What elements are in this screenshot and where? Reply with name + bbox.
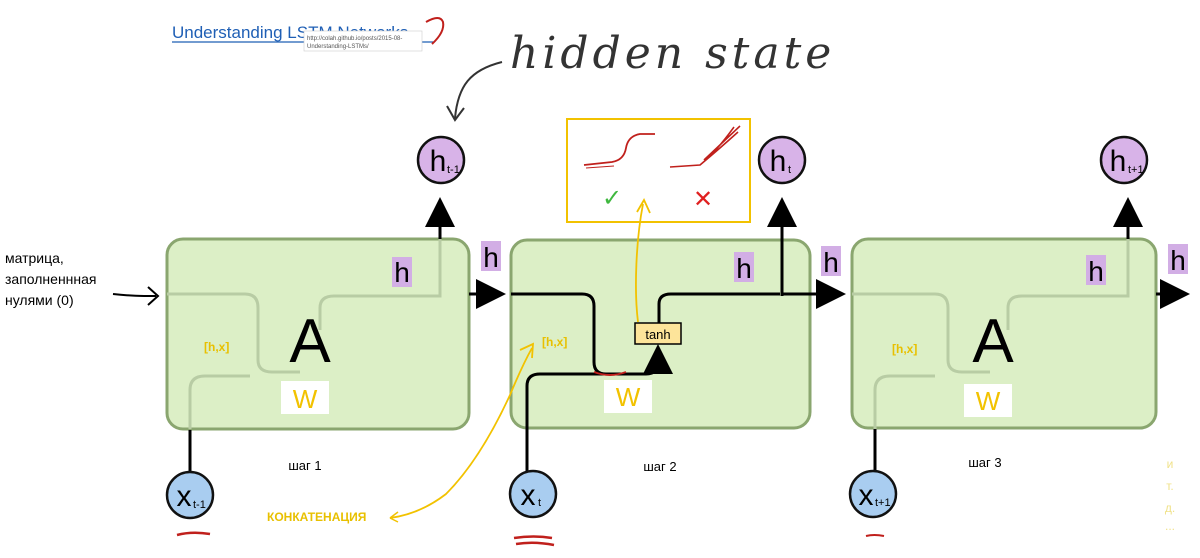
between-1-2-h-highlight	[481, 241, 501, 271]
cell-3-concat: [h,x]	[892, 342, 917, 356]
cell-1-weight: W	[293, 384, 318, 414]
step-3-label: шаг 3	[968, 455, 1001, 470]
cell-2-input-path	[525, 344, 673, 482]
relu-curve-sketch	[669, 125, 741, 168]
input-node-t: x t	[508, 469, 558, 519]
cell-3-h-out: h	[1088, 256, 1104, 287]
input-2-red-underline	[513, 535, 555, 547]
input-node-t-plus-1-sub: t+1	[875, 497, 891, 509]
between-2-3-h-highlight	[821, 246, 841, 276]
hidden-node-t-1-sub: t-1	[447, 164, 460, 176]
step-1-label: шаг 1	[288, 458, 321, 473]
hidden-node-t-main: h	[770, 145, 787, 178]
etc-line-1: и	[1167, 457, 1174, 471]
tanh-box	[634, 322, 682, 345]
input-note-arrowhead	[147, 286, 160, 306]
cell-3-weight-box	[964, 384, 1012, 417]
input-note-line2: заполненнная	[5, 271, 97, 287]
tanh-to-explanation-arrowhead	[636, 198, 651, 214]
concat-annotation: КОНКАТЕНАЦИЯ	[267, 510, 366, 524]
cell-1-h-highlight	[392, 257, 412, 287]
hidden-node-t-plus-1-main: h	[1110, 145, 1127, 178]
hidden-state-annotation: hidden state	[510, 28, 835, 79]
concat-arrowhead	[519, 342, 535, 359]
cell-2-weight: W	[616, 382, 641, 412]
between-2-3-h: h	[823, 247, 839, 278]
cell-3-ghost-path	[852, 292, 990, 374]
sigmoid-curve-sketch	[583, 133, 655, 166]
after-3-h: h	[1170, 245, 1186, 276]
etc-line-3: д.	[1165, 501, 1175, 515]
hidden-state-arrowhead	[446, 105, 465, 122]
cell-3-h-highlight	[1086, 255, 1106, 285]
cell-2-concat: [h,x]	[542, 335, 567, 349]
cell-1-ghost-out	[318, 239, 442, 330]
step-2-label: шаг 2	[643, 459, 676, 474]
input-1-red-underline	[176, 531, 211, 537]
cross-mark-icon: ✕	[693, 186, 713, 213]
input-node-t-main: x	[521, 479, 536, 512]
hidden-node-t-sub: t	[788, 164, 791, 176]
input-note-line1: матрица,	[5, 250, 64, 266]
check-mark-icon: ✓	[602, 185, 622, 212]
tanh-explanation-box: ✓ ✕	[566, 118, 751, 223]
input-3-red-underline	[865, 534, 885, 537]
input-node-t-plus-1-main: x	[859, 479, 874, 512]
sigmoid-baseline-sketch	[585, 165, 615, 169]
cell-2-h-highlight	[734, 252, 754, 282]
url-tooltip-line2: Understanding-LSTMs/	[307, 44, 369, 50]
concat-arrow	[389, 347, 533, 519]
input-note-arrow	[112, 293, 157, 297]
tanh-to-explanation-arrow	[635, 203, 644, 323]
lstm-cell-3: A [h,x] W h	[850, 237, 1158, 430]
cell-2-red-scribble	[593, 371, 627, 376]
etc-line-2: т.	[1166, 479, 1174, 493]
tanh-label: tanh	[645, 327, 670, 342]
hidden-node-t-plus-1: h t+1	[1099, 135, 1149, 185]
after-3-h-highlight	[1168, 244, 1188, 274]
cell-2-weight-box	[604, 380, 652, 413]
cell-1-h-out: h	[394, 257, 410, 288]
cell-3-weight: W	[976, 386, 1001, 416]
cell-3-label: A	[972, 307, 1014, 376]
cell-1-label: A	[289, 307, 331, 376]
url-tooltip-line1: http://colah.github.io/posts/2015-08-	[307, 36, 402, 42]
cell-2-h-out: h	[736, 253, 752, 284]
input-node-t-1: x t-1	[165, 470, 215, 520]
cell-1-ghost-input	[188, 374, 250, 429]
input-node-t-1-sub: t-1	[193, 499, 206, 511]
hidden-node-t: h t	[757, 135, 807, 185]
cell-1-concat: [h,x]	[204, 340, 229, 354]
concat-arrow-tail	[389, 511, 399, 523]
url-tooltip	[303, 30, 423, 52]
input-node-t-plus-1: x t+1	[848, 469, 898, 519]
hidden-node-t-1-main: h	[430, 145, 447, 178]
cell-3-ghost-out	[1006, 239, 1130, 330]
input-node-t-1-main: x	[177, 480, 192, 513]
input-note-line3: нулями (0)	[5, 292, 74, 308]
input-node-t-sub: t	[538, 497, 541, 509]
lstm-cell-1: A [h,x] W h	[165, 237, 471, 431]
etc-line-4: ...	[1165, 519, 1175, 533]
cell-3-ghost-input	[873, 374, 935, 429]
tanh-explanation-frame	[566, 118, 751, 223]
cell-2-tanh-out	[657, 292, 780, 323]
cell-1-ghost-path	[167, 292, 300, 374]
hidden-state-arrow	[454, 61, 503, 119]
red-question-mark	[425, 17, 445, 45]
between-1-2-h: h	[483, 242, 499, 273]
hidden-node-t-plus-1-sub: t+1	[1128, 164, 1144, 176]
cell-3-box	[850, 237, 1158, 430]
cell-1-weight-box	[281, 381, 329, 414]
hidden-node-t-1: h t-1	[416, 135, 466, 185]
